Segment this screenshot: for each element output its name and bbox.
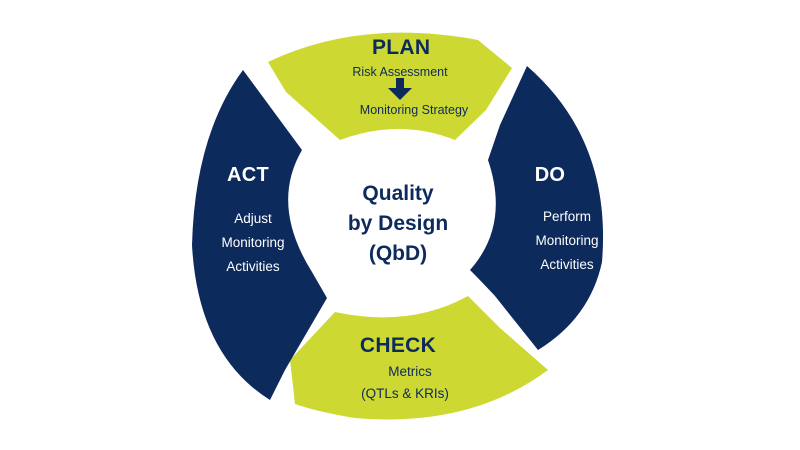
do-segment — [470, 66, 604, 350]
do-title: DO — [534, 164, 566, 186]
act-line-3: Activities — [226, 259, 280, 274]
act-segment — [192, 70, 327, 400]
plan-title: PLAN — [372, 36, 431, 59]
check-segment — [290, 296, 548, 420]
act-title: ACT — [226, 164, 269, 186]
do-line-3: Activities — [540, 257, 594, 272]
plan-step-risk-assessment: Risk Assessment — [352, 65, 448, 79]
check-line-2: (QTLs & KRIs) — [361, 386, 449, 401]
center-circle — [314, 142, 482, 310]
center-title-line-3: (QbD) — [368, 242, 428, 265]
center-title-line-2: by Design — [347, 212, 449, 235]
act-line-1: Adjust — [234, 211, 272, 226]
plan-step-monitoring-strategy: Monitoring Strategy — [359, 103, 469, 117]
do-line-2: Monitoring — [535, 233, 599, 248]
center-title-line-1: Quality — [362, 182, 434, 205]
act-line-2: Monitoring — [221, 235, 285, 250]
do-line-1: Perform — [542, 209, 591, 224]
check-line-1: Metrics — [388, 364, 432, 379]
down-arrow-icon — [386, 78, 414, 100]
check-title: CHECK — [359, 334, 437, 357]
plan-segment — [268, 32, 512, 140]
